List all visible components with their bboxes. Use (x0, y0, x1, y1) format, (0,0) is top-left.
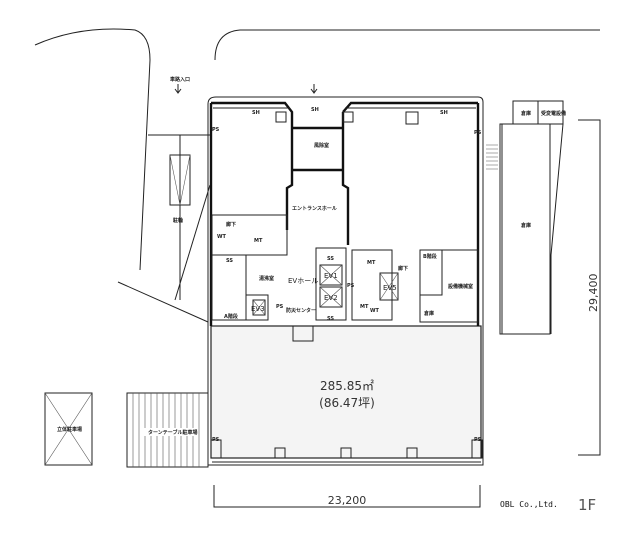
stair-b-label: B階段 (423, 253, 437, 260)
company-name: OBL Co.,Ltd. (500, 500, 558, 509)
ev-hall-label: EVホール (288, 277, 318, 285)
annex-main-label: 倉庫 (520, 222, 531, 229)
equipment-room-label: 設備機械室 (448, 283, 473, 290)
sh-2-label: SH (311, 107, 319, 113)
width-dimension-label: 23,200 (328, 494, 367, 507)
lease-area (210, 325, 482, 459)
ss-mid-bottom-label: SS (327, 316, 334, 322)
mt-left-label: MT (254, 238, 263, 244)
building (207, 96, 498, 466)
floor-label: 1F (578, 496, 596, 514)
width-dimension: 23,200 (213, 485, 481, 508)
ps-2-label: PS (474, 130, 482, 136)
ev1-label: EV1 (324, 272, 338, 280)
depth-dimension: 29,400 (578, 119, 601, 456)
bicycle-label: 駐輪 (173, 217, 184, 224)
lease-area-m2: 285.85㎡ (320, 379, 374, 393)
ps-3-label: PS (212, 437, 220, 443)
ev3-label: EV3 (251, 305, 265, 313)
wt-right-label: WT (370, 308, 380, 314)
wt-left-label: WT (217, 234, 227, 240)
mt-right-bottom-label: MT (360, 304, 369, 310)
ps-mid-label: PS (347, 283, 355, 289)
turntable-parking: ターンテーブル駐車場 (126, 392, 209, 468)
lease-area-tsubo: (86.47坪) (319, 396, 375, 410)
parking-tower: 立体駐車場 (44, 392, 93, 466)
annex-small-1-label: 倉庫 (520, 110, 531, 117)
corridor-left-label: 廊下 (226, 221, 236, 228)
depth-dimension-label: 29,400 (587, 274, 600, 313)
stair-a-label: A階段 (224, 313, 238, 320)
parking-tower-label: 立体駐車場 (57, 426, 82, 433)
annex-small-2-label: 受変電設備 (541, 110, 566, 117)
windbreak-label: 風除室 (314, 142, 329, 149)
entrance-hall-label: エントランスホール (292, 205, 337, 212)
mt-right-top-label: MT (367, 260, 376, 266)
ps-4-label: PS (474, 437, 482, 443)
site-lines (34, 28, 600, 323)
annex: 倉庫 受変電設備 倉庫 (499, 100, 566, 335)
road-entry-label: 車路入口 (170, 76, 190, 83)
sh-3-label: SH (440, 110, 448, 116)
room-labels: 風除室 エントランスホール 廊下 WT MT SS 湯沸室 EVホール EV3 … (212, 107, 482, 443)
sh-1-label: SH (252, 110, 260, 116)
entry-arrow-top (310, 84, 318, 94)
entry-arrow-left: 車路入口 (170, 76, 190, 94)
storage-small-label: 倉庫 (423, 310, 434, 317)
ss-left-label: SS (226, 258, 233, 264)
pantry-label: 湯沸室 (259, 275, 274, 282)
turntable-label: ターンテーブル駐車場 (148, 429, 197, 436)
ps-1-label: PS (212, 127, 220, 133)
ev2-label: EV2 (324, 294, 338, 302)
ev5-label: EV5 (383, 284, 397, 292)
corridor-right-label: 廊下 (398, 265, 408, 272)
ss-mid-top-label: SS (327, 256, 334, 262)
disaster-center-label: 防災センター (286, 307, 316, 314)
ps-left-label: PS (276, 304, 284, 310)
